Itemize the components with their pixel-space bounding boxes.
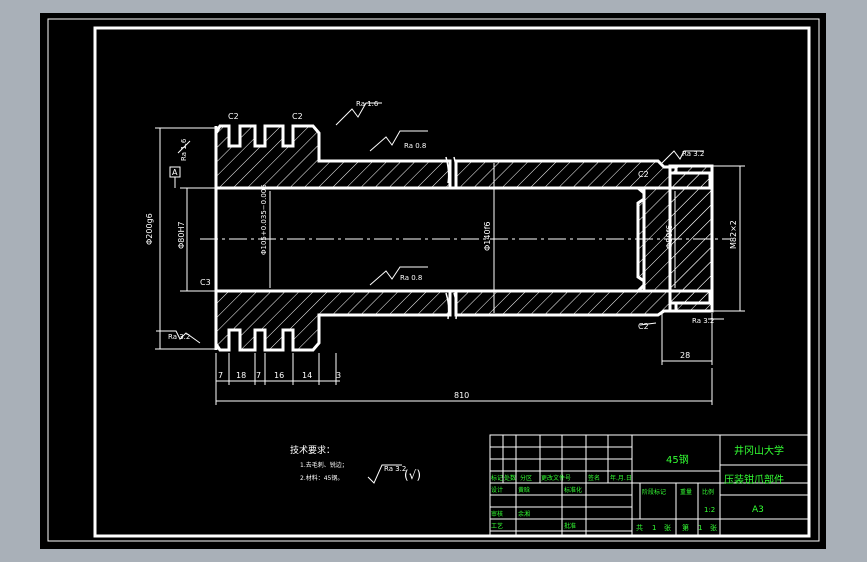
axial-dim-1: 7 [218, 371, 223, 380]
lower-wall-section [214, 289, 452, 352]
tb-mark: 标记 [491, 474, 503, 482]
tech-req-line1: 1.去毛刺、锐边； [300, 461, 348, 469]
axial-dim-3: 7 [256, 371, 261, 380]
break-top [445, 156, 458, 184]
title-school: 井冈山大学 [734, 444, 784, 457]
upper-wall-section [214, 124, 452, 190]
tb-date: 年.月.日 [610, 474, 632, 482]
cad-viewport[interactable]: A Ra 1.6 Ra 0.8 Ra 3.2 Ra 0.8 Ra 3.2 Ra … [40, 13, 826, 549]
axial-dim-5: 14 [302, 371, 312, 380]
tb-total-label: 共 [636, 523, 643, 532]
title-drawing-no: A3 [752, 505, 764, 515]
tb-approve: 批准 [564, 522, 576, 530]
dim-end-diameter: Φ80f6 [665, 225, 674, 249]
tb-sign: 签名 [588, 474, 600, 482]
tb-reviewer: 余湘 [518, 510, 530, 518]
dim-mid-diameter: Φ105+0.035−0.006 [260, 184, 268, 255]
tb-zone: 分区 [520, 474, 532, 482]
chamfer-c3: C3 [200, 278, 211, 287]
dimension-lines [155, 127, 745, 405]
overall-length: 810 [454, 391, 469, 400]
roughness-bottom-left: Ra 3.2 [168, 333, 190, 341]
tb-ratio: 比例 [702, 488, 714, 496]
datum-letter: A [172, 168, 178, 177]
part-geometry [200, 124, 730, 352]
tb-standard: 标准化 [564, 486, 582, 494]
tech-req-title: 技术要求： [290, 444, 335, 456]
datum-marker: A [169, 166, 181, 188]
chamfer-c2-right-bottom: C2 [638, 322, 649, 331]
axial-dim-4: 16 [274, 371, 284, 380]
tb-total: 1 [652, 524, 656, 532]
axial-dim-6: 3 [336, 371, 341, 380]
dim-thread: M82×2 [729, 220, 738, 249]
roughness-right-top: Ra 3.2 [682, 150, 704, 158]
chamfer-c2-b: C2 [292, 112, 303, 121]
other-roughness: Ra 3.2 [384, 465, 406, 473]
tb-designer: 黄晗 [518, 486, 530, 494]
axial-dim-2: 18 [236, 371, 246, 380]
dim-outer-diameter: Φ200g6 [145, 213, 154, 245]
tb-process: 工艺 [491, 522, 503, 530]
tb-page-label: 第 [682, 523, 689, 532]
tb-stage-mark: 阶段标记 [642, 488, 666, 496]
tb-count: 处数 [504, 474, 516, 482]
tb-weight: 重量 [680, 488, 692, 496]
roughness-body: Ra 0.8 [404, 142, 426, 150]
break-bottom [445, 292, 458, 320]
title-material: 45钢 [666, 453, 689, 466]
roughness-bore: Ra 0.8 [400, 274, 422, 282]
tech-requirements: 技术要求： 1.去毛刺、锐边； 2.材料：45钢。 Ra 3.2 (√) [290, 444, 421, 484]
dim-bore-diameter: Φ80H7 [177, 221, 186, 249]
title-scale: 1:2 [704, 506, 715, 514]
check-mark: (√) [404, 468, 421, 482]
tech-req-line2: 2.材料：45钢。 [300, 474, 343, 482]
tb-unit2: 张 [710, 523, 717, 532]
title-block [489, 434, 810, 537]
drawing-canvas: A Ra 1.6 Ra 0.8 Ra 3.2 Ra 0.8 Ra 3.2 Ra … [47, 18, 820, 542]
tb-unit1: 张 [664, 523, 671, 532]
inner-frame [93, 26, 811, 538]
chamfer-c2-a: C2 [228, 112, 239, 121]
title-part-name: 压装钳爪部件 [724, 473, 784, 486]
roughness-left-face: Ra 1.6 [180, 138, 188, 161]
tb-page: 1 [698, 524, 702, 532]
roughness-top-right: Ra 1.6 [356, 100, 379, 108]
dim-thread-length: 28 [680, 351, 690, 360]
roughness-right-bottom: Ra 3.2 [692, 317, 714, 325]
outer-frame [47, 18, 820, 542]
tb-review: 审核 [491, 510, 503, 518]
dim-body-diameter: Φ140f6 [483, 222, 492, 251]
tb-change-doc: 更改文件号 [541, 474, 571, 482]
tb-design: 设计 [491, 486, 503, 494]
roughness-leaders [156, 102, 724, 344]
chamfer-c2-right: C2 [638, 170, 649, 179]
